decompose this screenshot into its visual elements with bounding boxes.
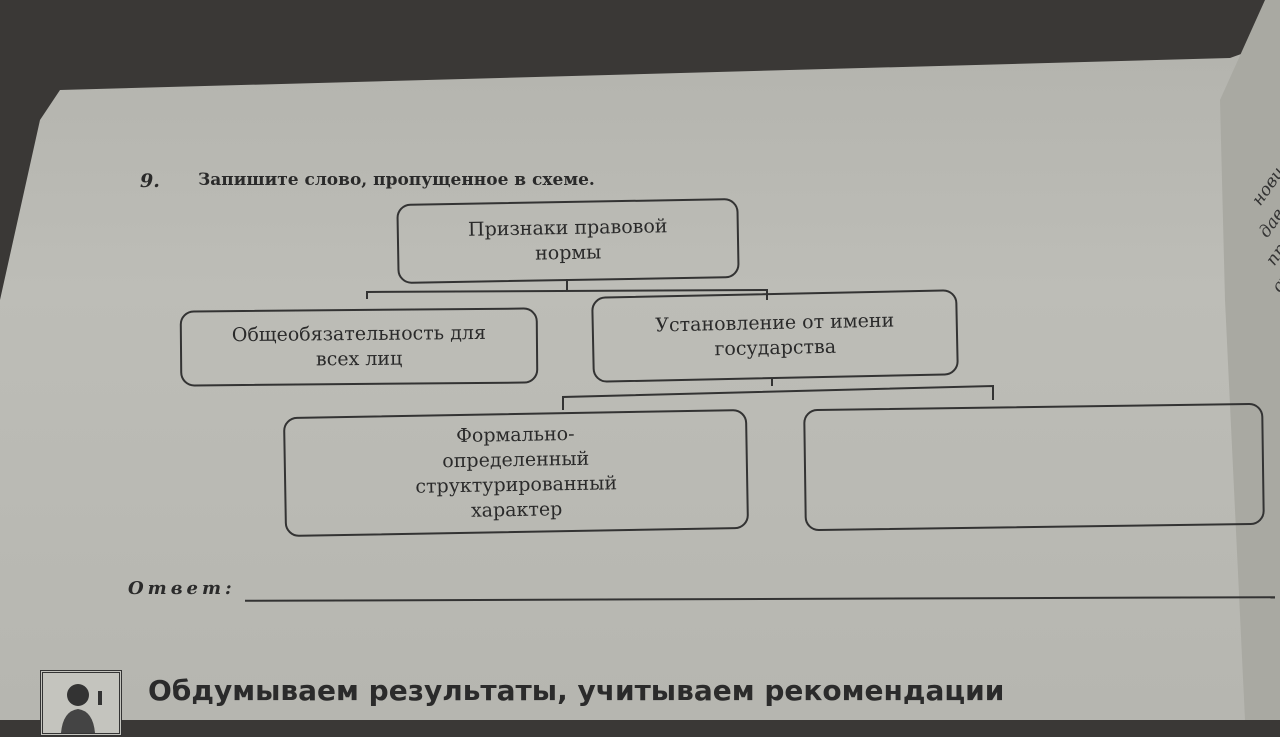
connector-root (366, 279, 768, 300)
box-label: Формально-определенный структурированный… (415, 422, 618, 522)
diagram-box-state: Установление от имени государства (591, 289, 959, 383)
connector-level1 (562, 378, 994, 410)
teacher-icon (40, 670, 122, 736)
task-number: 9. (140, 170, 160, 192)
box-label: Установление от имени государства (655, 309, 895, 361)
diagram-box-missing[interactable] (803, 402, 1265, 532)
diagram-connectors (0, 0, 1280, 720)
box-label: Общеобязательность для всех лиц (231, 321, 486, 371)
task-instruction: Запишите слово, пропущенное в схеме. (198, 170, 595, 190)
workbook-page (0, 40, 1280, 720)
diagram-box-formal: Формально-определенный структурированный… (282, 408, 750, 538)
root-label: Признаки правовой нормы (467, 215, 668, 265)
diagram-box-obligation: Общеобязательность для всех лиц (179, 307, 539, 387)
answer-label: Ответ: (128, 578, 236, 599)
diagram-root-box: Признаки правовой нормы (396, 198, 740, 284)
section-title: Обдумываем результаты, учитываем рекомен… (148, 674, 1005, 707)
